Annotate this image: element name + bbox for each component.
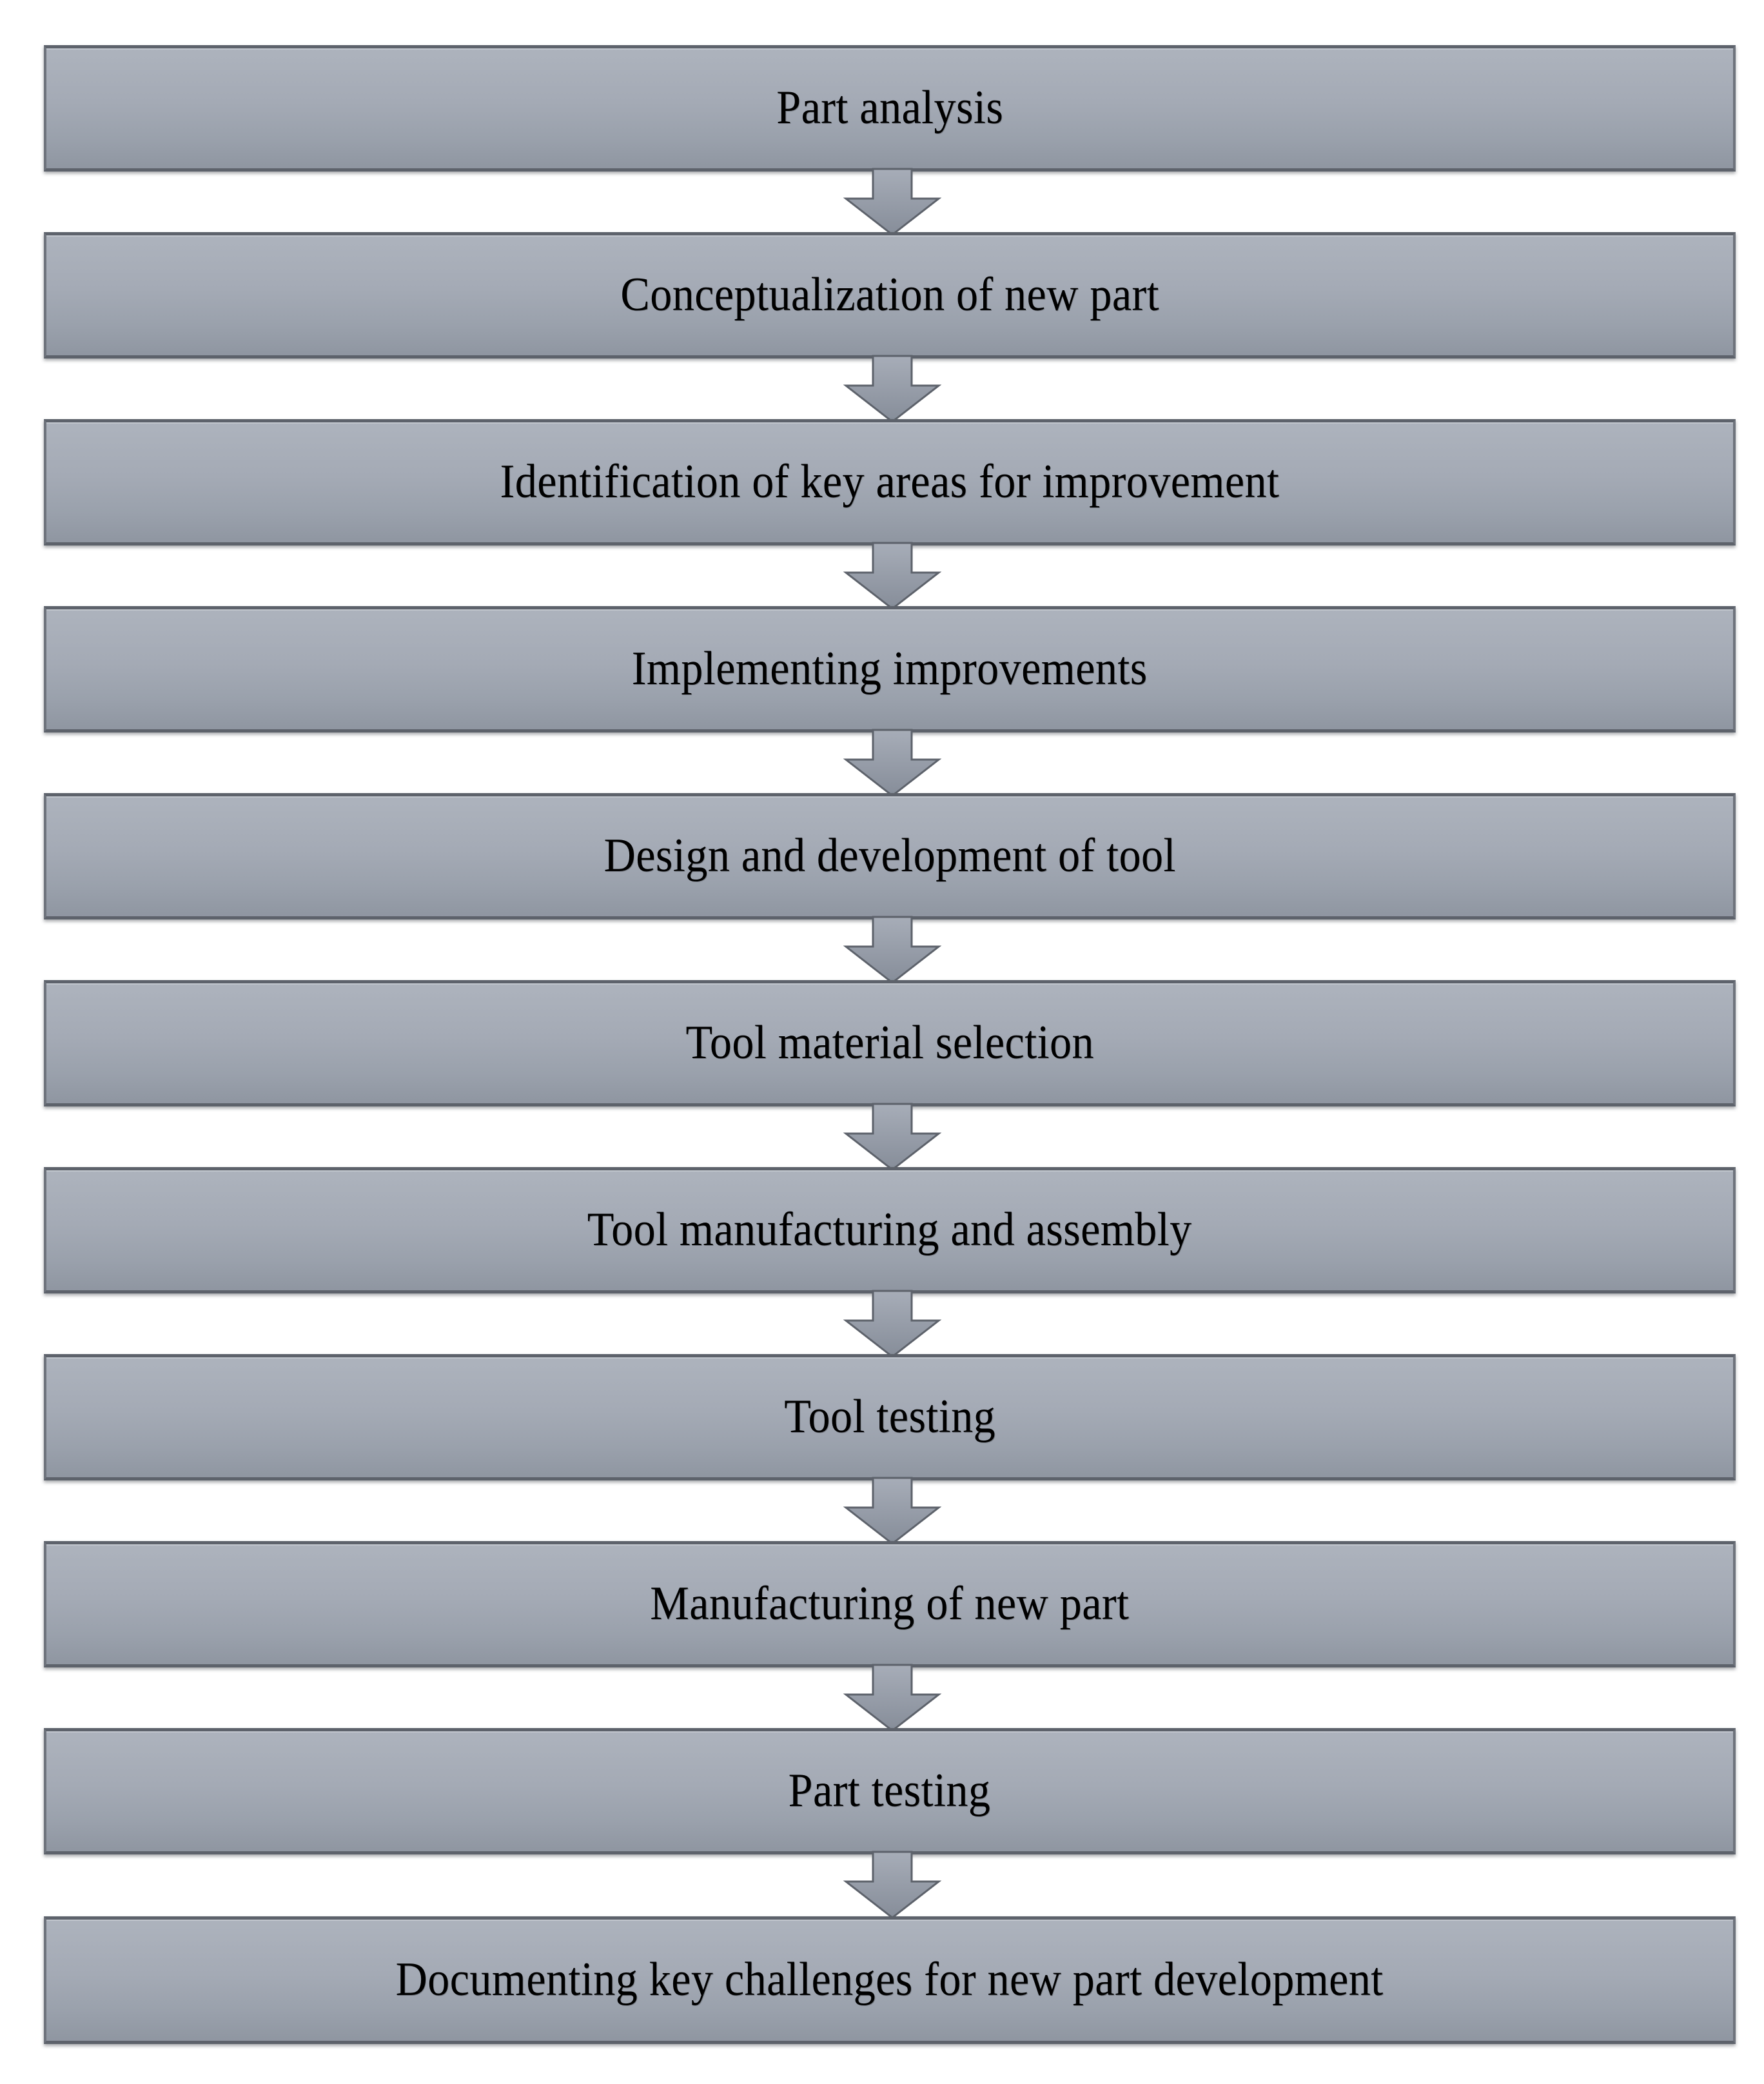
flow-node-label: Tool manufacturing and assembly [587, 1203, 1192, 1257]
flow-node-label: Tool material selection [685, 1016, 1094, 1070]
process-box[interactable]: Design and development of tool [44, 793, 1736, 919]
flow-node-label: Conceptualization of new part [620, 268, 1159, 322]
flow-node-label: Part testing [789, 1764, 991, 1818]
flow-node-label: Documenting key challenges for new part … [395, 1953, 1384, 2007]
flow-node-label: Manufacturing of new part [650, 1577, 1130, 1631]
flow-node-5[interactable]: Design and development of tool [44, 793, 1736, 919]
flow-node-2[interactable]: Conceptualization of new part [44, 232, 1736, 359]
flow-node-label: Tool testing [784, 1390, 995, 1444]
flow-node-label: Part analysis [776, 81, 1003, 135]
flow-node-label: Identification of key areas for improvem… [500, 455, 1280, 509]
process-box[interactable]: Part testing [44, 1728, 1736, 1854]
flow-arrow-7-to-8 [843, 1290, 942, 1358]
flow-arrow-5-to-6 [843, 916, 942, 984]
flow-arrow-10-to-11 [843, 1851, 942, 1919]
process-box[interactable]: Documenting key challenges for new part … [44, 1916, 1736, 2044]
flow-node-6[interactable]: Tool material selection [44, 980, 1736, 1106]
process-box[interactable]: Manufacturing of new part [44, 1541, 1736, 1667]
flow-arrow-1-to-2 [843, 168, 942, 236]
process-box[interactable]: Identification of key areas for improvem… [44, 419, 1736, 546]
flow-node-3[interactable]: Identification of key areas for improvem… [44, 419, 1736, 546]
process-box[interactable]: Tool testing [44, 1354, 1736, 1480]
flow-arrow-2-to-3 [843, 355, 942, 423]
flow-node-11[interactable]: Documenting key challenges for new part … [44, 1916, 1736, 2044]
process-box[interactable]: Conceptualization of new part [44, 232, 1736, 359]
flow-node-1[interactable]: Part analysis [44, 45, 1736, 172]
flow-node-4[interactable]: Implementing improvements [44, 606, 1736, 732]
process-box[interactable]: Tool manufacturing and assembly [44, 1167, 1736, 1293]
flow-node-8[interactable]: Tool testing [44, 1354, 1736, 1480]
flow-node-10[interactable]: Part testing [44, 1728, 1736, 1854]
flow-arrow-6-to-7 [843, 1103, 942, 1171]
flow-node-9[interactable]: Manufacturing of new part [44, 1541, 1736, 1667]
flow-node-7[interactable]: Tool manufacturing and assembly [44, 1167, 1736, 1293]
process-box[interactable]: Implementing improvements [44, 606, 1736, 732]
flow-arrow-4-to-5 [843, 729, 942, 797]
flow-node-label: Design and development of tool [603, 829, 1176, 883]
flow-arrow-8-to-9 [843, 1477, 942, 1545]
process-box[interactable]: Part analysis [44, 45, 1736, 172]
flow-arrow-9-to-10 [843, 1664, 942, 1732]
process-box[interactable]: Tool material selection [44, 980, 1736, 1106]
flow-node-label: Implementing improvements [632, 642, 1148, 696]
flow-arrow-3-to-4 [843, 542, 942, 610]
